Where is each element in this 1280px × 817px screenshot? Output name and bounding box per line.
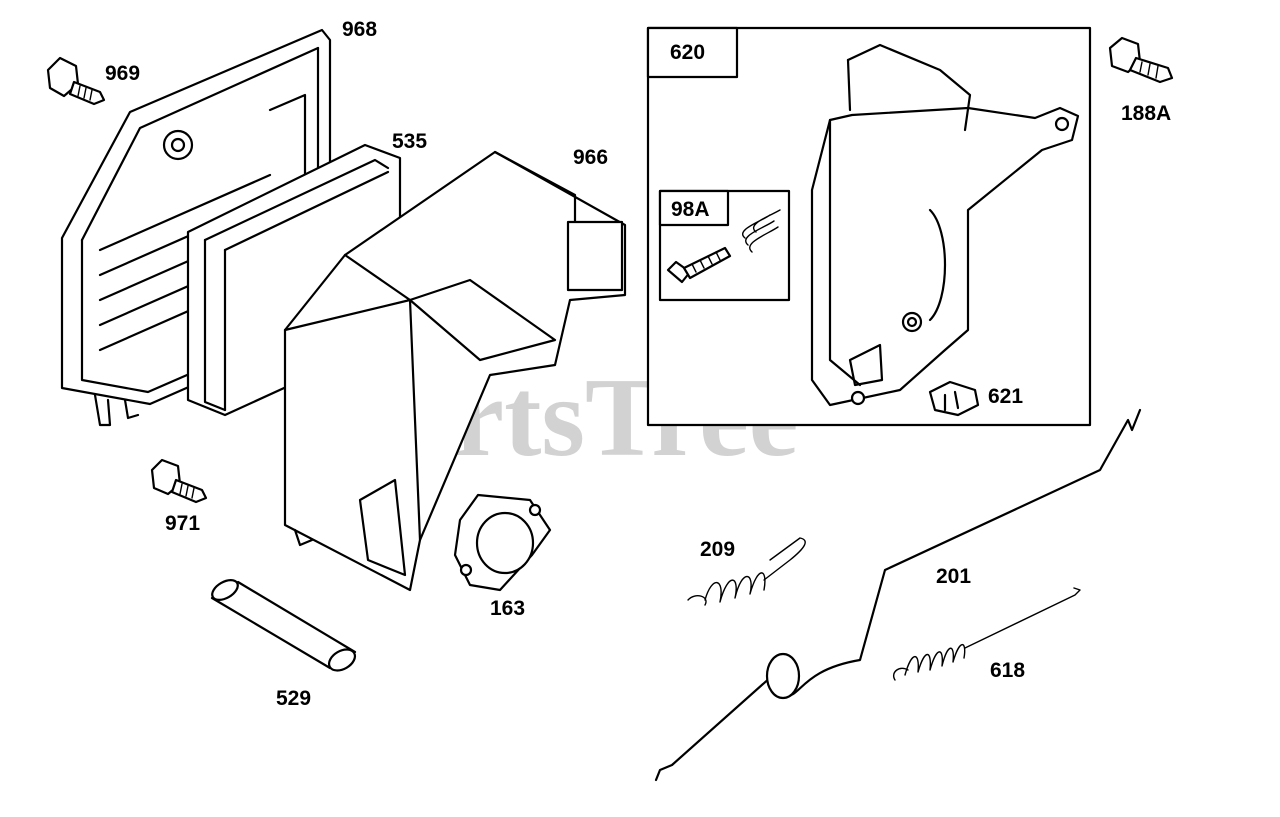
label-621: 621 [988, 385, 1023, 408]
label-968: 968 [342, 18, 377, 41]
part-163-gasket[interactable] [453, 493, 552, 592]
label-620: 620 [670, 41, 705, 64]
label-201: 201 [936, 565, 971, 588]
label-971: 971 [165, 512, 200, 535]
part-188A-screw[interactable] [1108, 36, 1174, 84]
part-966-cover[interactable] [283, 150, 627, 592]
label-98A: 98A [671, 198, 710, 221]
part-209-spring[interactable] [687, 537, 806, 606]
part-620-bracket [810, 43, 1080, 407]
label-618: 618 [990, 659, 1025, 682]
part-971-screw[interactable] [150, 458, 208, 504]
label-969: 969 [105, 62, 140, 85]
part-969-screw[interactable] [46, 56, 106, 106]
part-98A-box[interactable] [658, 189, 791, 302]
label-966: 966 [573, 146, 608, 169]
part-621-clip[interactable] [928, 380, 980, 417]
label-209: 209 [700, 538, 735, 561]
label-163: 163 [490, 597, 525, 620]
part-529-tube[interactable] [209, 576, 359, 675]
label-188A: 188A [1121, 102, 1171, 125]
label-535: 535 [392, 130, 427, 153]
part-618-spring[interactable] [893, 587, 1081, 681]
label-529: 529 [276, 687, 311, 710]
part-201-rod[interactable] [654, 408, 1142, 782]
